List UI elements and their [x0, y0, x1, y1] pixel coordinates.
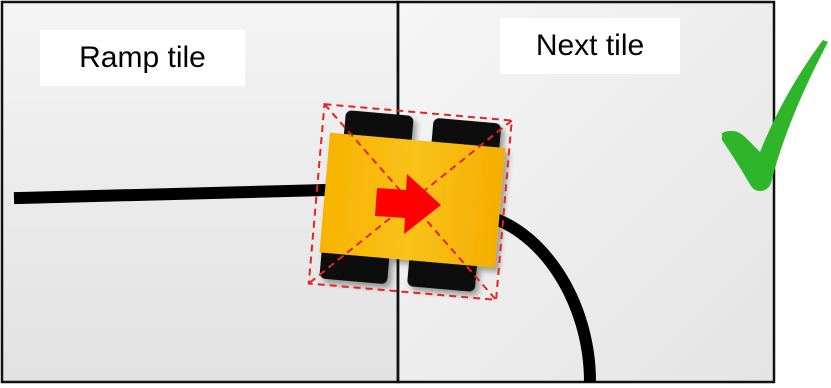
- ramp-tile-label: Ramp tile: [40, 30, 245, 86]
- track-line-straight: [20, 190, 325, 198]
- next-tile-label: Next tile: [500, 18, 680, 74]
